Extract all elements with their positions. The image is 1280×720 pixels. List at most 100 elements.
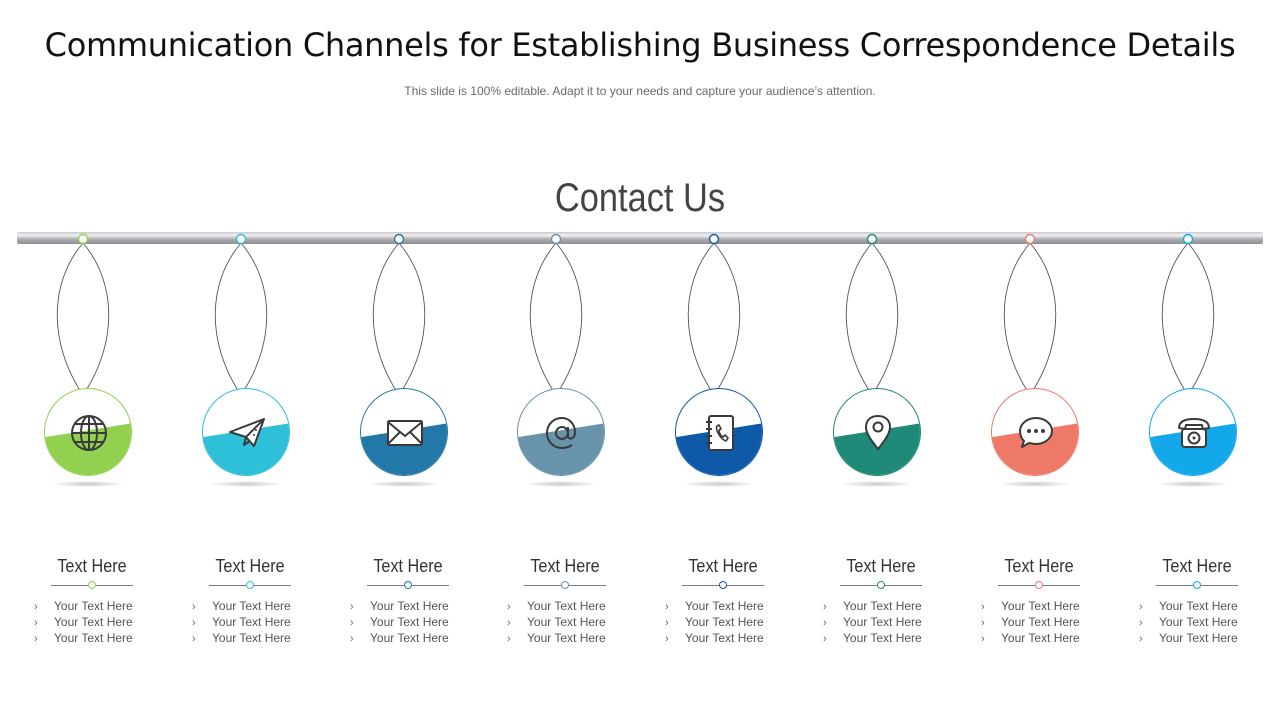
hook-ring xyxy=(235,233,247,245)
page-subtitle: This slide is 100% editable. Adapt it to… xyxy=(404,84,876,98)
chevron-right-icon: › xyxy=(981,601,985,613)
chevron-right-icon: › xyxy=(823,617,827,629)
bullet-text: Your Text Here xyxy=(527,599,606,613)
underline-dot xyxy=(561,581,569,589)
bullet-item: › Your Text Here xyxy=(981,614,1111,630)
hook-ring xyxy=(1182,233,1194,245)
chevron-right-icon: › xyxy=(981,633,985,645)
badge-shadow xyxy=(842,481,912,487)
bullet-item: ›Your Text Here xyxy=(981,630,1111,646)
badge-shadow xyxy=(526,481,596,487)
hanging-string xyxy=(1161,242,1215,393)
bullet-text: Your Text Here xyxy=(370,615,449,629)
channel-bullet-list: ›Your Text Here›Your Text Here›Your Text… xyxy=(665,598,795,646)
bullet-text: Your Text Here xyxy=(370,631,449,645)
bullet-item: ›Your Text Here xyxy=(823,598,953,614)
bullet-text: Your Text Here xyxy=(370,599,449,613)
channel-heading: Text Here xyxy=(215,556,285,576)
bullet-item: ›Your Text Here xyxy=(665,630,795,646)
badge-shadow xyxy=(53,481,123,487)
bullet-text: Your Text Here xyxy=(212,631,291,645)
bullet-item: ›Your Text Here xyxy=(350,598,480,614)
phone-book-badge xyxy=(675,388,763,476)
bullet-text: Your Text Here xyxy=(54,615,133,629)
badge-shadow xyxy=(1158,481,1228,487)
channel-heading: Text Here xyxy=(1162,556,1232,576)
bullet-text: Your Text Here xyxy=(527,631,606,645)
at-sign-icon xyxy=(545,416,577,450)
chevron-right-icon: › xyxy=(507,633,511,645)
bullet-text: Your Text Here xyxy=(843,599,922,613)
bullet-item: › Your Text Here xyxy=(507,630,637,646)
chevron-right-icon: › xyxy=(192,617,196,629)
bullet-item: ›Your Text Here xyxy=(34,630,164,646)
bullet-text: Your Text Here xyxy=(1159,615,1238,629)
chevron-right-icon: › xyxy=(665,617,669,629)
bullet-text: Your Text Here xyxy=(527,615,606,629)
hook-ring xyxy=(708,233,720,245)
bullet-item: ›Your Text Here xyxy=(507,614,637,630)
hook-ring xyxy=(866,233,878,245)
chevron-right-icon: › xyxy=(665,601,669,613)
bullet-item: › Your Text Here xyxy=(350,614,480,630)
underline-dot xyxy=(88,581,96,589)
bullet-item: › Your Text Here xyxy=(350,630,480,646)
channel-bullet-list: ›Your Text Here›Your Text Here›Your Text… xyxy=(350,598,480,646)
bullet-item: › Your Text Here xyxy=(34,598,164,614)
bullet-text: Your Text Here xyxy=(212,599,291,613)
chevron-right-icon: › xyxy=(34,633,38,645)
hanging-string xyxy=(56,242,110,393)
channel-bullet-list: ›Your Text Here›Your Text Here›Your Text… xyxy=(34,598,164,646)
chevron-right-icon: › xyxy=(981,617,985,629)
bullet-text: Your Text Here xyxy=(1001,615,1080,629)
chevron-right-icon: › xyxy=(1139,633,1143,645)
hanging-string xyxy=(529,242,583,393)
channel-bullet-list: ›Your Text Here›Your Text Here›Your Text… xyxy=(823,598,953,646)
bullet-text: Your Text Here xyxy=(1159,631,1238,645)
channel-heading: Text Here xyxy=(1004,556,1074,576)
hanging-string xyxy=(372,242,426,393)
location-pin-icon xyxy=(864,414,892,451)
channel-bullet-list: ›Your Text Here›Your Text Here›Your Text… xyxy=(1139,598,1269,646)
bullet-item: ›Your Text Here xyxy=(823,630,953,646)
chevron-right-icon: › xyxy=(192,633,196,645)
hanging-string xyxy=(687,242,741,393)
channel-heading: Text Here xyxy=(57,556,127,576)
underline-dot xyxy=(246,581,254,589)
chevron-right-icon: › xyxy=(665,633,669,645)
chevron-right-icon: › xyxy=(350,617,354,629)
at-sign-badge xyxy=(517,388,605,476)
hook-ring xyxy=(550,233,562,245)
channel-heading: Text Here xyxy=(688,556,758,576)
chevron-right-icon: › xyxy=(34,617,38,629)
hook-ring xyxy=(393,233,405,245)
page-title: Communication Channels for Establishing … xyxy=(44,26,1236,64)
bullet-text: Your Text Here xyxy=(685,615,764,629)
hanging-string xyxy=(1003,242,1057,393)
location-pin-badge xyxy=(833,388,921,476)
bullet-text: Your Text Here xyxy=(1159,599,1238,613)
bullet-item: › Your Text Here xyxy=(823,614,953,630)
underline-dot xyxy=(1193,581,1201,589)
chevron-right-icon: › xyxy=(507,601,511,613)
bullet-text: Your Text Here xyxy=(212,615,291,629)
badge-shadow xyxy=(684,481,754,487)
telephone-icon xyxy=(1178,418,1210,448)
bullet-item: ›Your Text Here xyxy=(1139,614,1269,630)
chevron-right-icon: › xyxy=(823,633,827,645)
chevron-right-icon: › xyxy=(34,601,38,613)
bullet-item: › Your Text Here xyxy=(192,614,322,630)
underline-dot xyxy=(719,581,727,589)
bullet-text: Your Text Here xyxy=(54,599,133,613)
badge-shadow xyxy=(369,481,439,487)
bullet-item: ›Your Text Here xyxy=(981,598,1111,614)
underline-dot xyxy=(877,581,885,589)
channel-heading: Text Here xyxy=(373,556,443,576)
hook-ring xyxy=(1024,233,1036,245)
chevron-right-icon: › xyxy=(192,601,196,613)
globe-badge xyxy=(44,388,132,476)
chevron-right-icon: › xyxy=(350,633,354,645)
chat-bubble-badge xyxy=(991,388,1079,476)
bullet-item: › Your Text Here xyxy=(665,614,795,630)
bullet-text: Your Text Here xyxy=(843,615,922,629)
